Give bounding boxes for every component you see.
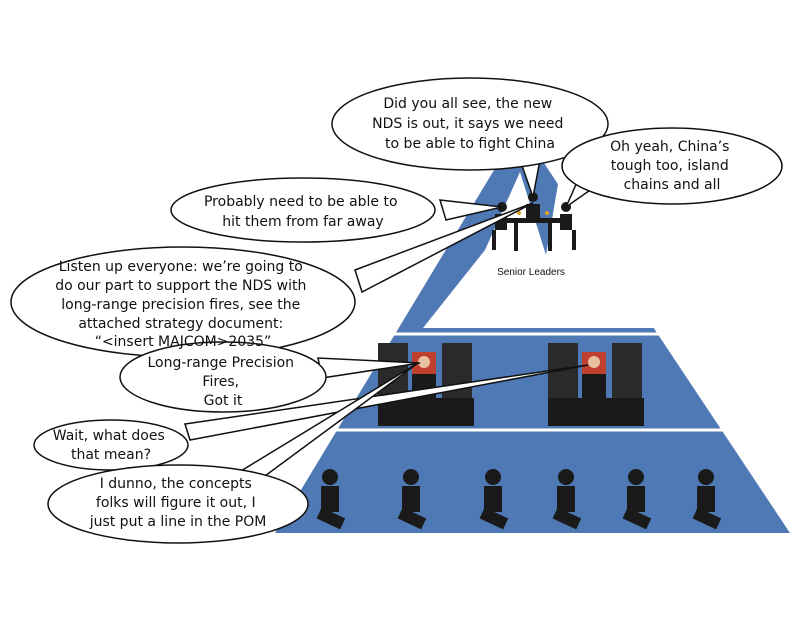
bubble-text-dunno: I dunno, the concepts folks will figure …	[89, 476, 267, 530]
bubble-text-nds: Did you all see, the new NDS is out, it …	[372, 96, 568, 152]
bubble-text-china: Oh yeah, China’s tough too, island chain…	[610, 139, 734, 193]
speech-bubble-far	[171, 178, 435, 242]
desk-worker-group-right	[548, 343, 644, 426]
senior-leaders-label: Senior Leaders	[497, 267, 565, 278]
